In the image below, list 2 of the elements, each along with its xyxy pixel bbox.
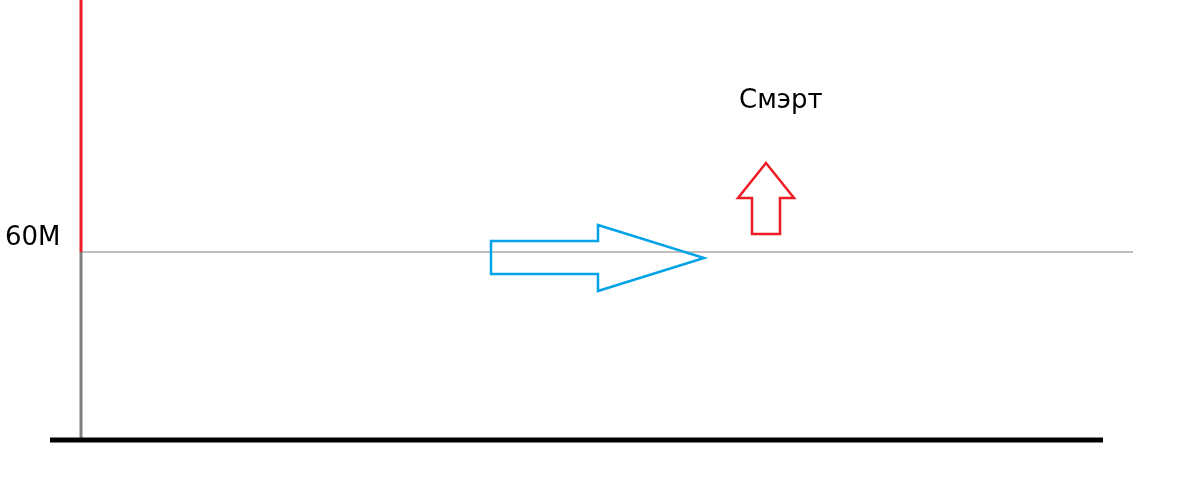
height-label: 60М [5, 223, 61, 249]
zone-label: Смэрт [739, 86, 823, 112]
